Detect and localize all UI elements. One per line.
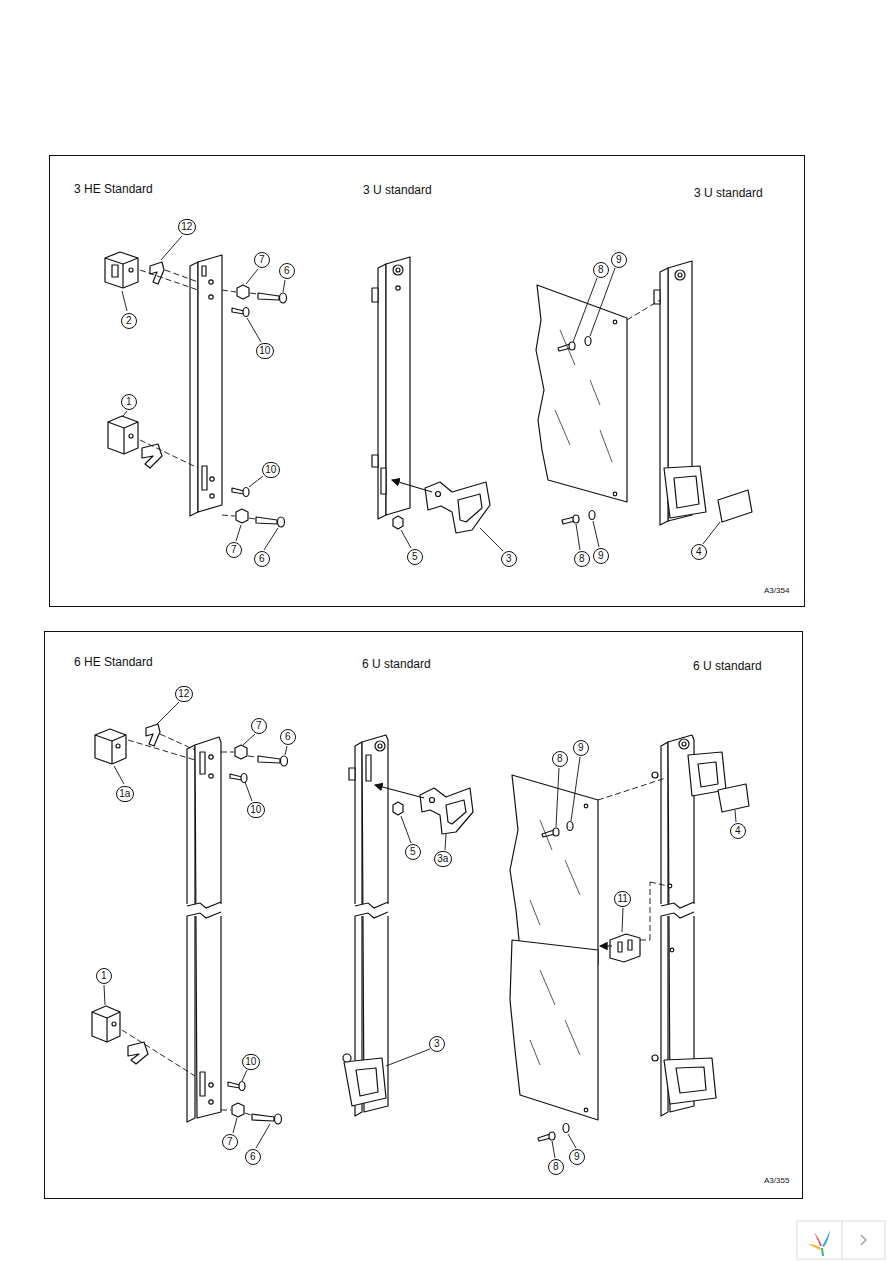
callout-number: 3	[501, 551, 517, 567]
callout-number: 9	[611, 252, 627, 268]
callout-text: 6	[284, 266, 290, 276]
callout-text: 7	[227, 1137, 233, 1147]
callout-number: 10	[256, 343, 274, 359]
callout-text: 9	[616, 255, 622, 265]
callout-number: 7	[226, 542, 242, 558]
callout-number: 10	[262, 462, 280, 478]
callout-number: 7	[254, 252, 270, 268]
callout-text: 8	[557, 754, 563, 764]
variant-heading: 3 U standard	[362, 183, 433, 197]
callout-number: 8	[548, 1159, 564, 1175]
drawing-number: A3/354	[763, 586, 790, 595]
callout-number: 10	[247, 802, 265, 818]
callout-number: 6	[279, 263, 295, 279]
callout-number: 1	[96, 968, 112, 984]
callout-number: 1a	[116, 786, 134, 802]
callout-number: 9	[573, 740, 589, 756]
callout-number: 6	[280, 729, 296, 745]
callout-text: 3a	[437, 854, 448, 864]
callout-number: 12	[175, 686, 193, 702]
callout-text: 4	[696, 547, 702, 557]
callout-number: 10	[242, 1054, 260, 1070]
callout-text: 6	[285, 732, 291, 742]
callout-text: 8	[579, 554, 585, 564]
callout-text: 7	[259, 255, 265, 265]
callout-number: 4	[730, 823, 746, 839]
callout-text: 6	[250, 1152, 256, 1162]
callout-text: 3	[434, 1039, 440, 1049]
variant-heading: 6 U standard	[692, 659, 763, 673]
variant-heading: 3 U standard	[693, 186, 764, 200]
callout-text: 8	[598, 265, 604, 275]
callout-text: 7	[231, 545, 237, 555]
callout-text: 12	[178, 689, 189, 699]
callout-number: 7	[251, 718, 267, 734]
callout-number: 6	[245, 1149, 261, 1165]
callout-text: 12	[181, 222, 192, 232]
callout-text: 10	[250, 805, 261, 815]
callout-number: 5	[407, 549, 423, 565]
callout-number: 12	[178, 219, 196, 235]
drawing-number: A3/355	[763, 1176, 790, 1185]
callout-text: 10	[265, 465, 276, 475]
callout-number: 9	[593, 548, 609, 564]
callout-text: 1a	[119, 789, 130, 799]
callout-number: 5	[405, 844, 421, 860]
callout-number: 8	[552, 751, 568, 767]
callout-text: 10	[259, 346, 270, 356]
callout-text: 9	[598, 551, 604, 561]
callout-number: 4	[691, 544, 707, 560]
callout-text: 5	[412, 552, 418, 562]
callout-number: 2	[121, 313, 137, 329]
callout-text: 5	[410, 847, 416, 857]
callout-text: 9	[574, 1152, 580, 1162]
figure-frame: 3 HE Standard 3 U standard 3 U standardA3/…	[49, 155, 805, 607]
callout-text: 6	[259, 554, 265, 564]
callout-text: 11	[617, 894, 627, 904]
callout-number: 8	[593, 262, 609, 278]
callout-number: 6	[254, 551, 270, 567]
callout-text: 2	[126, 316, 132, 326]
callout-text: 1	[101, 971, 107, 981]
callout-text: 8	[553, 1162, 559, 1172]
callout-number: 3	[429, 1036, 445, 1052]
callout-text: 9	[578, 743, 584, 753]
callout-number: 1	[121, 394, 137, 410]
callout-text: 10	[245, 1057, 256, 1067]
callout-text: 7	[256, 721, 262, 731]
callout-number: 3a	[434, 851, 452, 867]
callout-text: 4	[735, 826, 741, 836]
callout-text: 1	[126, 397, 132, 407]
callout-number: 11	[614, 891, 631, 907]
variant-heading: 6 U standard	[361, 657, 432, 671]
callout-number: 7	[222, 1134, 238, 1150]
callout-text: 3	[506, 554, 512, 564]
variant-heading: 3 HE Standard	[73, 182, 154, 196]
callout-number: 9	[569, 1149, 585, 1165]
variant-heading: 6 HE Standard	[73, 655, 154, 669]
figure-frame: 6 HE Standard 6 U standard 6 U standardA3/…	[44, 631, 803, 1199]
callout-number: 8	[574, 551, 590, 567]
